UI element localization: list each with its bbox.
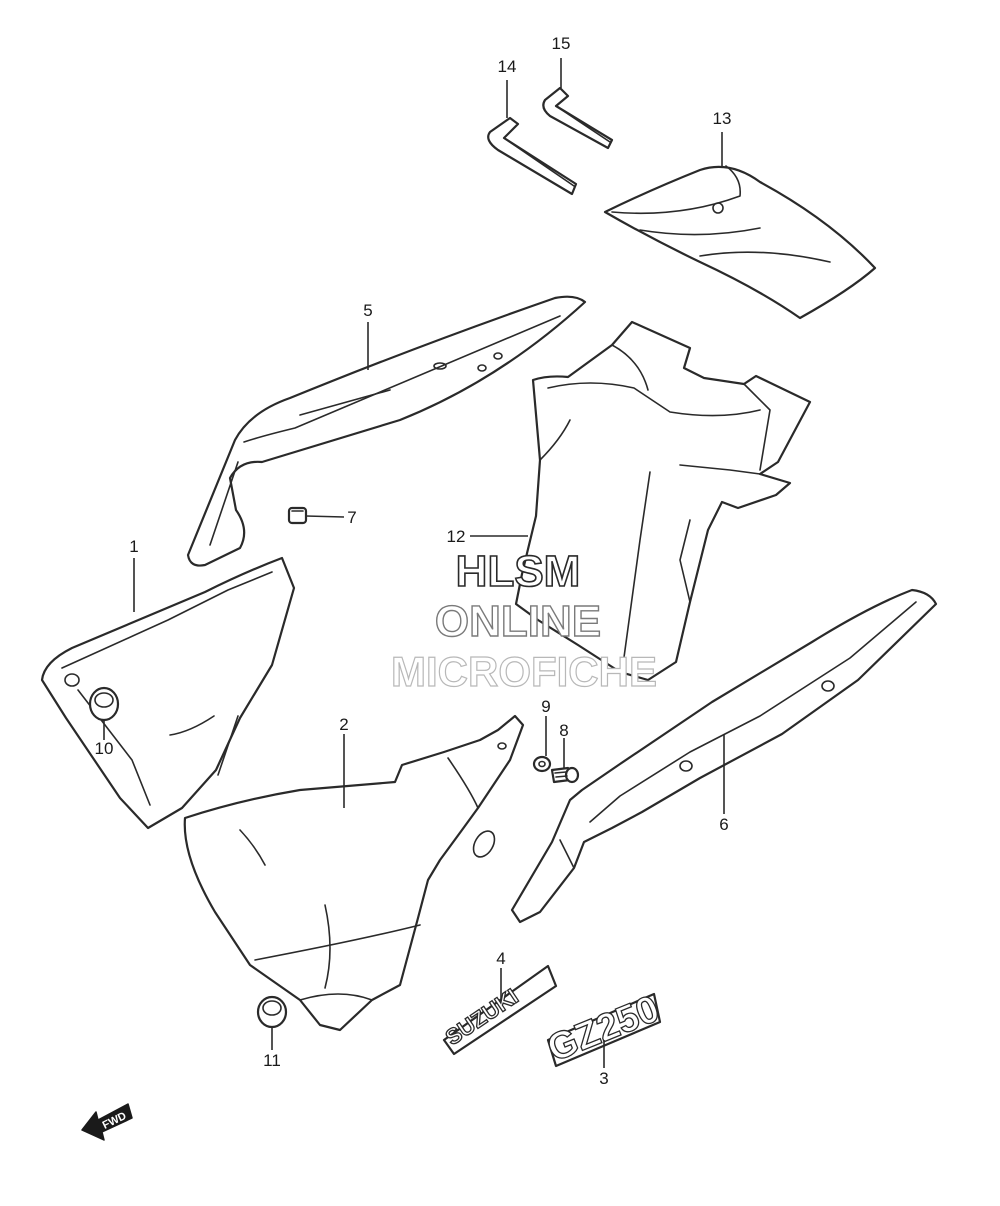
part-1-side-cover[interactable] <box>40 556 296 830</box>
fwd-label: FWD <box>101 1110 129 1132</box>
callout-8: 8 <box>559 721 568 740</box>
callout-9: 9 <box>541 697 550 716</box>
callout-labels: 15 14 13 5 7 12 1 10 2 9 8 6 11 4 3 <box>95 34 732 1088</box>
callout-3: 3 <box>599 1069 608 1088</box>
watermark: HLSM ONLINE MICROFICHE <box>390 546 657 695</box>
callout-14: 14 <box>498 57 517 76</box>
callout-4: 4 <box>496 949 505 968</box>
callout-5: 5 <box>363 301 372 320</box>
part-11-grommet[interactable] <box>256 995 288 1029</box>
callout-13: 13 <box>713 109 732 128</box>
callout-11: 11 <box>263 1051 281 1070</box>
watermark-line-2: ONLINE <box>435 597 601 646</box>
part-12-rear-fender[interactable] <box>514 320 812 682</box>
part-7-clip[interactable] <box>287 506 308 525</box>
fwd-arrow-icon: FWD <box>81 1103 133 1141</box>
callout-1: 1 <box>129 537 138 556</box>
callout-15: 15 <box>552 34 571 53</box>
callout-12: 12 <box>447 527 466 546</box>
part-13-tool-bag[interactable] <box>603 165 877 320</box>
part-15-hex-key[interactable] <box>542 86 614 150</box>
callout-2: 2 <box>339 715 348 734</box>
part-9-washer[interactable] <box>532 755 552 773</box>
callout-10: 10 <box>95 739 114 758</box>
part-4-suzuki-emblem[interactable]: SUZUKI <box>440 964 558 1056</box>
part-5-frame-cover[interactable] <box>186 295 587 567</box>
callout-6: 6 <box>719 815 728 834</box>
part-14-hex-key[interactable] <box>487 116 578 196</box>
part-8-screw[interactable] <box>550 766 580 784</box>
watermark-line-1: HLSM <box>456 547 581 596</box>
part-2-side-cover[interactable] <box>183 714 525 1032</box>
part-10-grommet[interactable] <box>88 686 120 722</box>
callout-7: 7 <box>347 508 356 527</box>
leader-lines <box>103 58 725 1068</box>
watermark-line-3: MICROFICHE <box>391 648 657 695</box>
